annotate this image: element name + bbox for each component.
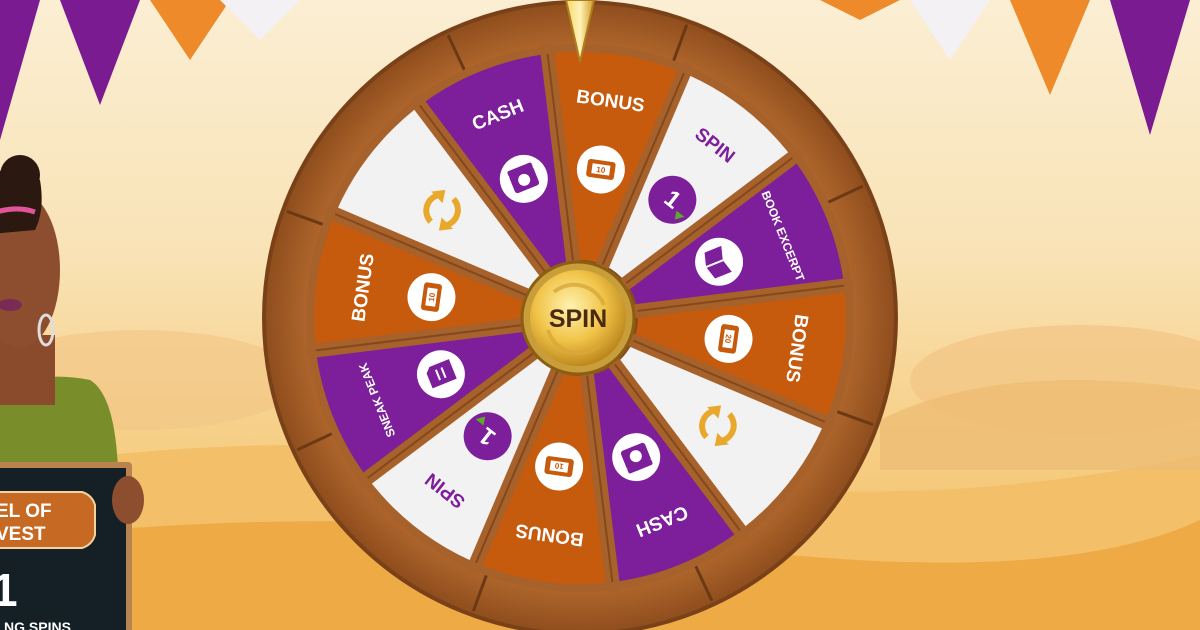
wheel-segment-wedge [626, 156, 847, 311]
bunting-flag [910, 0, 990, 60]
book-icon [695, 237, 744, 286]
sign-caption: NG SPINS [4, 619, 71, 630]
cash-icon [499, 154, 548, 203]
wheel-pointer [564, 0, 596, 63]
wheel-spoke-grain [473, 370, 559, 567]
ticket-10-icon: 10 [535, 442, 584, 491]
wheel-spoke-grain [311, 324, 523, 352]
wheel-segment [614, 340, 827, 533]
ticket-10-icon: 10 [576, 145, 625, 194]
svg-text:10: 10 [596, 165, 607, 175]
wheel-spoke-grain [625, 154, 797, 284]
bunting-flag [1110, 0, 1190, 135]
bunting-flag [60, 0, 140, 105]
wheel-spoke-grain [331, 211, 528, 297]
bunting-flag [150, 0, 230, 60]
wheel-segment-wedge [418, 51, 573, 272]
spin-one-icon: 1 [648, 175, 697, 224]
wheel-spoke-grain [637, 284, 849, 312]
wheel-segment-wedge [614, 340, 827, 533]
wheel-spoke-grain [632, 339, 829, 425]
wheel-segment: BOOK EXCERPT [626, 156, 847, 311]
spin-button[interactable]: SPIN [520, 260, 636, 376]
rim-plank-lines [286, 24, 874, 612]
wheel-segment-wedge [313, 325, 534, 480]
wheel-segment [333, 103, 546, 296]
svg-text:10: 10 [554, 461, 565, 471]
svg-text:20: 20 [723, 334, 733, 345]
ticket-20-icon: 20 [704, 314, 753, 363]
wheel-spoke-grain [416, 101, 546, 273]
refresh-icon [699, 405, 737, 447]
rim-plank-seam [471, 573, 489, 612]
wheel-segment: CASH [418, 51, 573, 272]
bunting-flag [820, 0, 900, 20]
wheel-segment: CASH [587, 364, 742, 585]
wheel-spoke-grain [363, 352, 535, 482]
spin-one-icon: 1 [463, 412, 512, 461]
refresh-icon [423, 189, 461, 231]
wheel-spoke-grain [614, 363, 744, 535]
rim-plank-seam [296, 431, 335, 452]
bunting-flag [220, 0, 300, 40]
rim-plank-seam [693, 563, 714, 602]
svg-text:10: 10 [427, 292, 437, 303]
rim-plank-seam [286, 209, 325, 227]
wheel-segment-wedge [365, 352, 558, 565]
bunting-flag [0, 0, 40, 140]
bunting-flags [0, 0, 1190, 140]
sign-title-line1: EL OF [0, 501, 52, 522]
spin-button-label: SPIN [549, 305, 607, 333]
cash-icon [612, 433, 661, 482]
bunting-flag [1010, 0, 1090, 95]
wheel-segment: SNEAK PEAK [313, 325, 534, 480]
wheel-spoke-grain [546, 49, 574, 261]
rim-plank-seam [446, 34, 467, 73]
promo-sign: EL OF VEST 1 NG SPINS [0, 462, 144, 630]
wheel-spoke-grain [586, 375, 614, 587]
rim-plank-seam [671, 24, 689, 63]
wheel-segment-wedge [587, 364, 742, 585]
rim-plank-seam [835, 409, 874, 427]
rim-plank-seam [825, 184, 864, 205]
page-icon [416, 350, 465, 399]
ticket-10-icon: 10 [407, 273, 456, 322]
wheel-segment-wedge [602, 71, 795, 284]
sign-number: 1 [0, 564, 18, 616]
wheel-segment-wedge [333, 103, 546, 296]
wheel-spoke-grain [601, 69, 687, 266]
sign-title-line2: VEST [0, 524, 46, 545]
